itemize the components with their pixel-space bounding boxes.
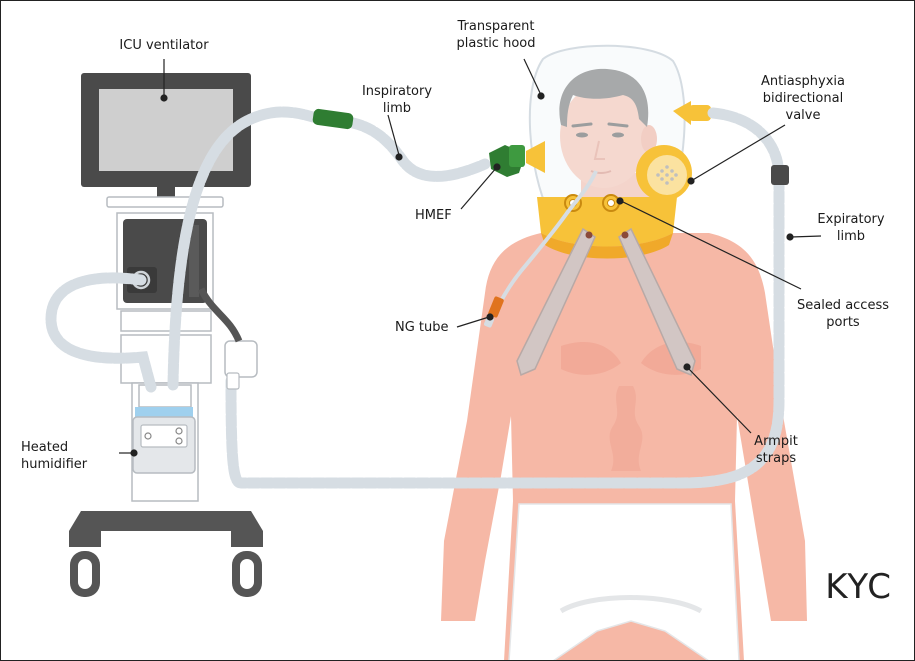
label-ng-tube: NG tube xyxy=(395,319,449,336)
label-expiratory-line2: limb xyxy=(809,228,893,245)
dot-expiratory-limb xyxy=(787,234,793,240)
dot-armpit-straps xyxy=(684,364,690,370)
valve-vent-hole xyxy=(660,177,664,181)
label-sealed-ports: Sealed access ports xyxy=(791,297,895,331)
label-ports-line2: ports xyxy=(791,314,895,331)
strap-rivet-right xyxy=(622,232,629,239)
label-inspiratory-line2: limb xyxy=(357,100,437,117)
dot-sealed-ports xyxy=(617,198,623,204)
label-ports-line1: Sealed access xyxy=(791,297,895,314)
label-expiratory-line1: Expiratory xyxy=(809,211,893,228)
label-heated-humidifier: Heated humidifier xyxy=(21,439,87,473)
label-valve-line1: Antiasphyxia xyxy=(753,73,853,90)
valve-vent-hole xyxy=(674,173,678,177)
dot-heated-humidifier xyxy=(131,450,137,456)
label-straps-line2: straps xyxy=(741,450,811,467)
valve-vent-hole xyxy=(665,173,669,177)
label-valve-line2: bidirectional xyxy=(753,90,853,107)
dot-hmef xyxy=(494,164,500,170)
label-antiasphyxia-valve: Antiasphyxia bidirectional valve xyxy=(753,73,853,124)
label-hood-line2: plastic hood xyxy=(441,35,551,52)
trolley-base xyxy=(69,511,263,531)
label-inspiratory-line1: Inspiratory xyxy=(357,83,437,100)
dot-ng-tube xyxy=(487,314,493,320)
label-humidifier-line1: Heated xyxy=(21,439,87,456)
label-hmef-text: HMEF xyxy=(415,208,452,223)
monitor-stand xyxy=(157,187,175,197)
valve-vent-hole xyxy=(656,173,660,177)
valve-vent-hole xyxy=(670,177,674,181)
trolley-base-left xyxy=(69,531,101,547)
dot-inspiratory-limb xyxy=(396,154,402,160)
dot-antiasphyxia-valve xyxy=(688,178,694,184)
valve-vent-hole xyxy=(670,169,674,173)
wheel-left-hub xyxy=(78,559,92,589)
label-straps-line1: Armpit xyxy=(741,433,811,450)
access-port-right-hole xyxy=(608,200,615,207)
water-trap xyxy=(225,341,257,377)
brand-mark: KYC xyxy=(825,567,892,607)
trolley-base-right xyxy=(231,531,263,547)
label-hood-line1: Transparent xyxy=(441,18,551,35)
label-armpit-straps: Armpit straps xyxy=(741,433,811,467)
label-inspiratory-limb: Inspiratory limb xyxy=(357,83,437,117)
expiratory-connector xyxy=(227,373,239,389)
label-humidifier-line2: humidifier xyxy=(21,456,87,473)
monitor-shelf xyxy=(107,197,223,207)
label-hmef: HMEF xyxy=(415,207,452,224)
dot-icu-ventilator xyxy=(161,95,167,101)
label-icu-ventilator: ICU ventilator xyxy=(109,37,219,54)
inspiratory-filter xyxy=(312,108,354,129)
label-ng-tube-text: NG tube xyxy=(395,320,449,335)
valve-vent-hole xyxy=(665,165,669,169)
expiratory-cap xyxy=(771,165,789,185)
valve-vent-hole xyxy=(660,169,664,173)
dot-hood xyxy=(538,93,544,99)
wheel-right-hub xyxy=(240,559,254,589)
label-icu-ventilator-text: ICU ventilator xyxy=(119,38,208,53)
trolley-drawer xyxy=(121,311,211,331)
strap-rivet-left xyxy=(586,232,593,239)
label-valve-line3: valve xyxy=(753,107,853,124)
hmef-cap xyxy=(509,145,525,167)
humidifier-water-band xyxy=(135,407,193,417)
inspiratory-limb-tube xyxy=(173,112,485,385)
valve-vent-hole xyxy=(665,181,669,185)
label-expiratory-limb: Expiratory limb xyxy=(809,211,893,245)
label-transparent-hood: Transparent plastic hood xyxy=(441,18,551,52)
